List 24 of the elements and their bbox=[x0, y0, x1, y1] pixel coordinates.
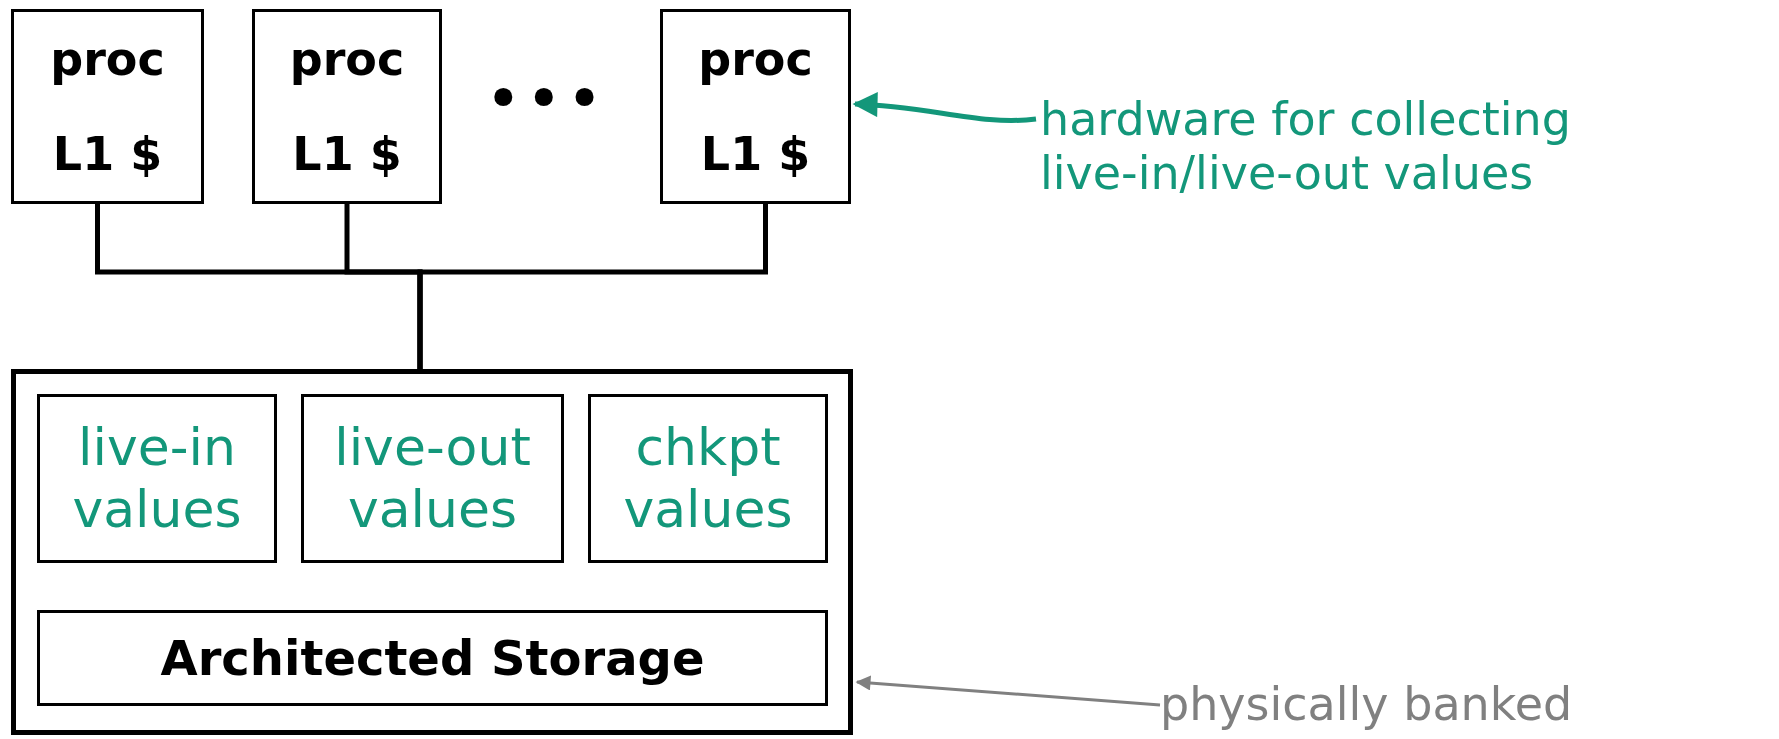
storage-section-box bbox=[588, 394, 828, 563]
processor-box bbox=[660, 9, 851, 204]
box-label: proc bbox=[50, 32, 165, 87]
processor-box bbox=[252, 9, 442, 204]
processor-box bbox=[11, 9, 204, 204]
storage-section-box bbox=[301, 394, 564, 563]
ellipsis: ••• bbox=[485, 62, 607, 135]
annotation-text: physically banked bbox=[1160, 676, 1573, 732]
arrow bbox=[852, 92, 1037, 123]
box-label: proc bbox=[289, 32, 405, 87]
annotation-text: hardware for collecting live-in/live-out values bbox=[1040, 91, 1572, 201]
box-label: chkpt values bbox=[622, 417, 794, 540]
box-label: proc bbox=[698, 32, 813, 87]
box-label: live-in values bbox=[71, 417, 243, 540]
box-label: Architected Storage bbox=[160, 629, 705, 687]
box-label: live-out values bbox=[333, 417, 532, 540]
arrow bbox=[855, 675, 1161, 707]
box-label: L1 $ bbox=[292, 126, 402, 181]
box-label: L1 $ bbox=[52, 126, 163, 181]
storage-box bbox=[11, 369, 853, 735]
bus-line bbox=[417, 204, 768, 369]
box-label: L1 $ bbox=[700, 126, 811, 181]
storage-box bbox=[37, 610, 828, 706]
storage-section-box bbox=[37, 394, 277, 563]
